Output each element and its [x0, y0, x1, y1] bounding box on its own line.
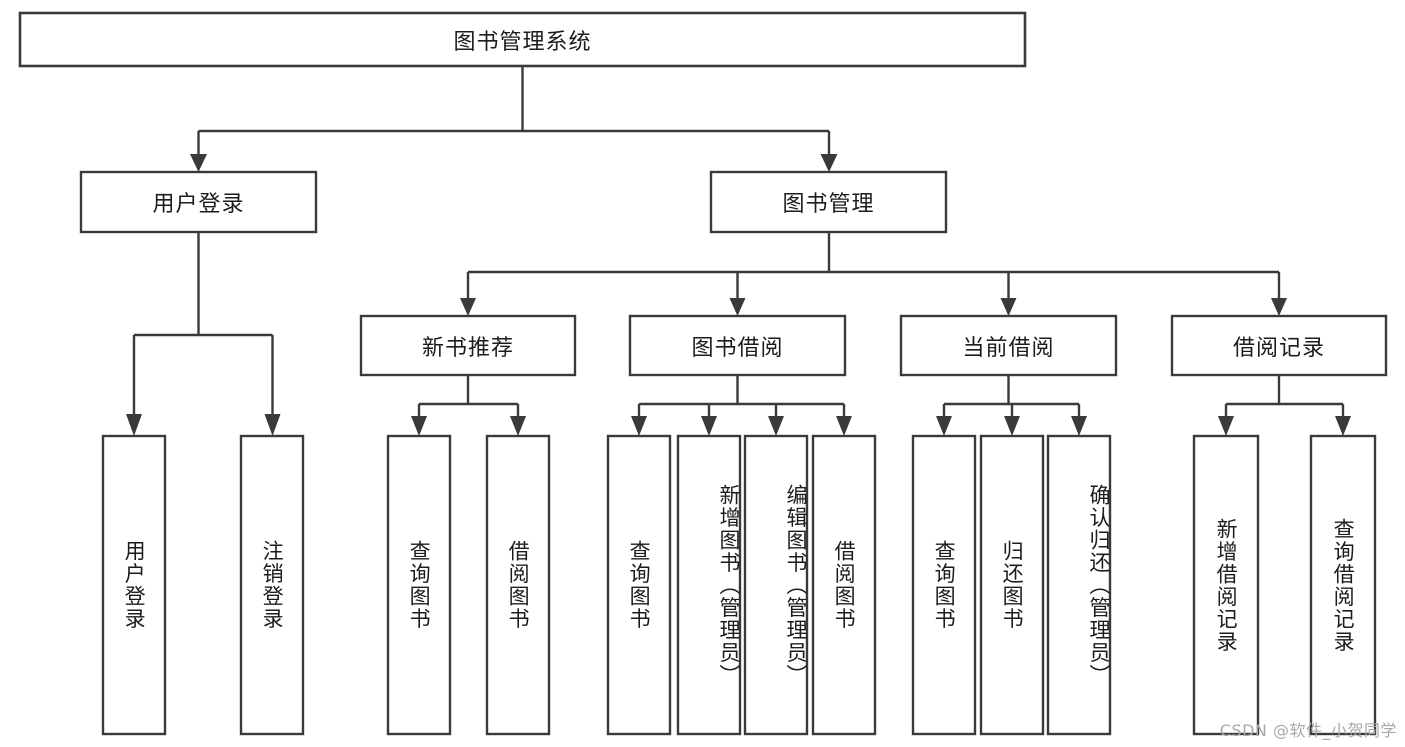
- node-book-borrow[interactable]: [628, 314, 847, 377]
- leaf-box-return-book[interactable]: [979, 434, 1045, 736]
- arrowhead-borrow-records: [1271, 298, 1287, 316]
- leaf-box-query-book-borrow[interactable]: [606, 434, 672, 736]
- arrowhead-borrowrecords-leaf-1: [1218, 416, 1234, 436]
- boxes-layer: [18, 11, 1388, 736]
- arrowhead-bookborrow-leaf-2: [701, 416, 717, 436]
- arrowhead-user-login: [190, 154, 207, 172]
- arrowhead-bookborrow-leaf-1: [631, 416, 647, 436]
- arrowhead-leaf-logout: [264, 414, 281, 436]
- arrowhead-leaf-user-login: [126, 414, 142, 436]
- arrowhead-currentborrow-leaf-3: [1071, 416, 1087, 436]
- arrowhead-newbook-leaf-1: [411, 416, 427, 436]
- node-borrow-records[interactable]: [1170, 314, 1388, 377]
- leaf-box-query-book-recommend[interactable]: [386, 434, 452, 736]
- arrowhead-currentborrow-leaf-2: [1004, 416, 1020, 436]
- node-current-borrow[interactable]: [899, 314, 1118, 377]
- leaf-box-query-book-current[interactable]: [911, 434, 977, 736]
- node-root[interactable]: [18, 11, 1027, 68]
- leaf-box-add-book-admin[interactable]: [676, 434, 742, 736]
- arrowhead-bookborrow-leaf-3: [768, 416, 784, 436]
- leaf-box-logout[interactable]: [239, 434, 305, 736]
- leaf-box-borrow-book[interactable]: [811, 434, 877, 736]
- node-new-book-recommend[interactable]: [359, 314, 577, 377]
- arrowhead-current-borrow: [1000, 298, 1017, 316]
- leaf-box-add-borrow-record[interactable]: [1192, 434, 1260, 736]
- node-book-management[interactable]: [709, 170, 948, 234]
- leaf-box-confirm-return-admin[interactable]: [1046, 434, 1112, 736]
- leaf-box-user-login[interactable]: [101, 434, 167, 736]
- node-user-login[interactable]: [79, 170, 318, 234]
- leaf-box-query-borrow-record[interactable]: [1309, 434, 1377, 736]
- arrowhead-currentborrow-leaf-1: [936, 416, 952, 436]
- watermark-text: CSDN @软件_小贺同学: [1219, 721, 1397, 740]
- arrowhead-borrowrecords-leaf-2: [1335, 416, 1351, 436]
- arrowhead-book-mgmt: [820, 154, 838, 172]
- arrowhead-book-borrow: [729, 298, 746, 316]
- connectors-layer: [126, 66, 1351, 436]
- arrowhead-newbook-leaf-2: [510, 416, 526, 436]
- leaf-box-edit-book-admin[interactable]: [743, 434, 809, 736]
- arrowhead-new-book-recommend: [460, 298, 476, 316]
- arrowhead-bookborrow-leaf-4: [836, 416, 852, 436]
- leaf-box-borrow-book-recommend[interactable]: [485, 434, 551, 736]
